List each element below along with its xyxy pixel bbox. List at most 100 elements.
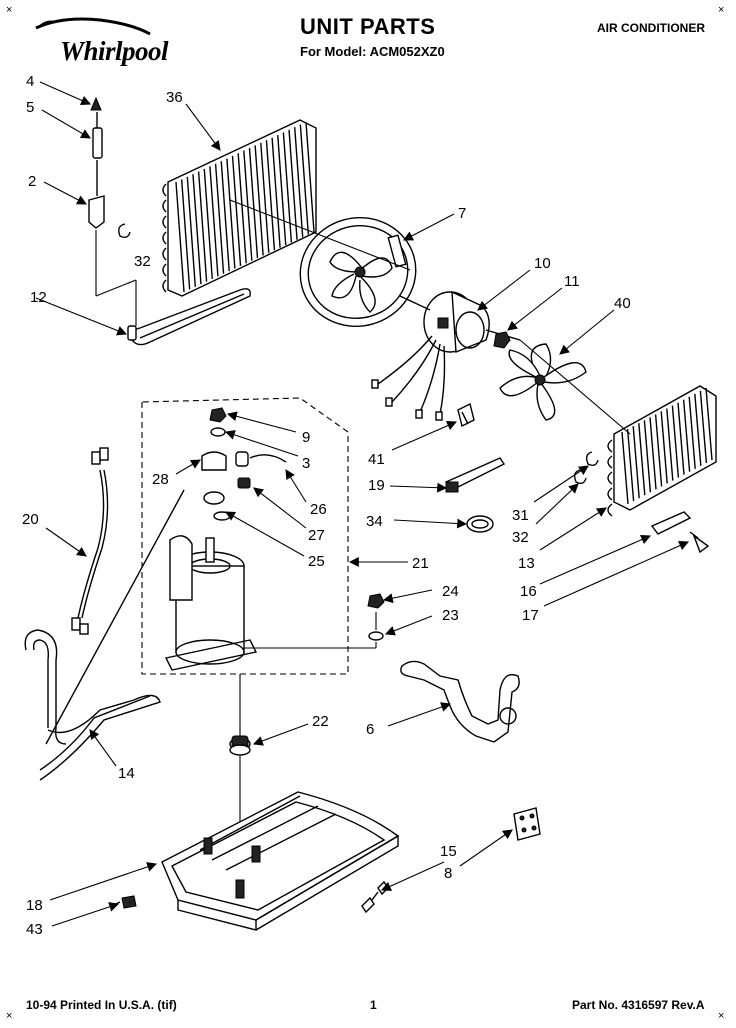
part-26-overload-clip xyxy=(237,477,251,489)
part-28-terminal-cover xyxy=(201,451,287,471)
coil-fin xyxy=(226,158,236,269)
footer-part-number: Part No. 4316597 Rev.A xyxy=(572,998,705,1012)
coil-fin xyxy=(180,179,191,290)
callout-6: 6 xyxy=(366,721,374,738)
coil-fin xyxy=(288,129,298,240)
coil-fin xyxy=(254,145,264,256)
callout-34: 34 xyxy=(366,513,383,530)
coil-fin xyxy=(265,140,276,251)
coil-fin xyxy=(186,176,197,287)
part-4-valve-tip xyxy=(90,96,102,111)
coil-fin xyxy=(671,405,680,478)
part-21-compressor-assembly-boundary xyxy=(141,397,349,675)
part-14-suction-tube xyxy=(24,489,185,781)
part-36-condenser-coil xyxy=(162,119,317,297)
model-line: For Model: ACM052XZ0 xyxy=(300,44,445,59)
coil-fin xyxy=(277,134,287,246)
coil-fin xyxy=(209,166,219,277)
callout-24: 24 xyxy=(442,583,459,600)
coil-fin xyxy=(260,142,270,253)
part-34-retaining-ring xyxy=(466,515,494,533)
callout-43: 43 xyxy=(26,921,43,938)
coil-fin xyxy=(192,174,202,285)
coil-fin xyxy=(237,153,247,264)
footer-page-number: 1 xyxy=(370,998,377,1012)
coil-fin xyxy=(705,387,713,461)
callout-40: 40 xyxy=(614,295,631,312)
part-17-screw xyxy=(689,531,710,554)
brand-name: Whirlpool xyxy=(60,36,169,66)
coil-fin xyxy=(677,402,685,475)
brand-logo: Whirlpool xyxy=(22,14,172,74)
coil-fin xyxy=(649,417,657,490)
part-16-bracket xyxy=(650,511,692,535)
callout-22: 22 xyxy=(312,713,329,730)
coil-fin xyxy=(293,127,304,238)
callout-7: 7 xyxy=(458,205,466,222)
part-2-strainer xyxy=(88,160,105,229)
brand-swirl-icon xyxy=(35,17,151,36)
part-27-gasket xyxy=(203,491,225,505)
callout-28: 28 xyxy=(152,471,169,488)
callout-14: 14 xyxy=(118,765,135,782)
part-18-base-pan xyxy=(161,791,400,931)
coil-fin xyxy=(305,121,315,233)
callout-10: 10 xyxy=(534,255,551,272)
product-category: AIR CONDITIONER xyxy=(597,21,705,35)
part-32-clip-upper xyxy=(118,223,131,239)
callout-17: 17 xyxy=(522,607,539,624)
part-8-terminal-block xyxy=(513,807,541,841)
motor-wiring-harness xyxy=(371,335,446,421)
callout-18: 18 xyxy=(26,897,43,914)
part-41-retainer-clip xyxy=(457,402,475,428)
corner-mark-top-left: × xyxy=(6,4,13,16)
part-24-mounting-nut xyxy=(367,593,385,609)
coil-fin xyxy=(654,414,663,487)
coil-fin xyxy=(175,181,185,293)
coil-fin xyxy=(271,137,281,248)
part-5-capillary-tube xyxy=(92,112,103,159)
part-23-washer xyxy=(368,631,384,641)
part-40-blower-wheel xyxy=(499,343,587,421)
coil-fin xyxy=(621,431,629,505)
callout-12: 12 xyxy=(30,289,47,306)
callout-4: 4 xyxy=(26,73,34,90)
coil-fin xyxy=(243,150,253,261)
corner-mark-top-right: × xyxy=(718,4,725,16)
coil-fin xyxy=(248,148,259,259)
callout-25: 25 xyxy=(308,553,325,570)
corner-mark-bottom-left: × xyxy=(6,1010,13,1022)
callout-36: 36 xyxy=(166,89,183,106)
callout-23: 23 xyxy=(442,607,459,624)
coil-fin xyxy=(682,399,691,472)
part-3-washer xyxy=(210,427,226,437)
callout-3: 3 xyxy=(302,455,310,472)
coil-fin xyxy=(643,420,652,493)
callout-27: 27 xyxy=(308,527,325,544)
part-11-nut xyxy=(493,331,511,349)
part-9-nut xyxy=(209,407,227,423)
coil-fin xyxy=(632,426,640,499)
callout-31: 31 xyxy=(512,507,529,524)
coil-fin xyxy=(666,408,674,481)
part-6-discharge-tube xyxy=(400,660,520,743)
part-32-clip-lower xyxy=(573,469,587,485)
coil-fin xyxy=(299,124,310,235)
part-22-compressor-grommet xyxy=(229,735,251,756)
leader-arrows xyxy=(35,81,690,927)
corner-mark-bottom-right: × xyxy=(718,1010,725,1022)
part-15-screws xyxy=(361,880,389,914)
part-43-screw xyxy=(111,895,137,909)
callout-20: 20 xyxy=(22,511,39,528)
callout-15: 15 xyxy=(440,843,457,860)
coil-fin xyxy=(660,411,668,484)
coil-fin xyxy=(220,161,230,272)
coil-fin xyxy=(203,168,213,280)
footer-print-info: 10-94 Printed In U.S.A. (tif) xyxy=(26,998,177,1012)
part-31-clip xyxy=(585,451,599,467)
callout-32-lower: 32 xyxy=(512,529,529,546)
coil-fin xyxy=(214,163,225,274)
part-19-thermistor xyxy=(444,457,506,493)
